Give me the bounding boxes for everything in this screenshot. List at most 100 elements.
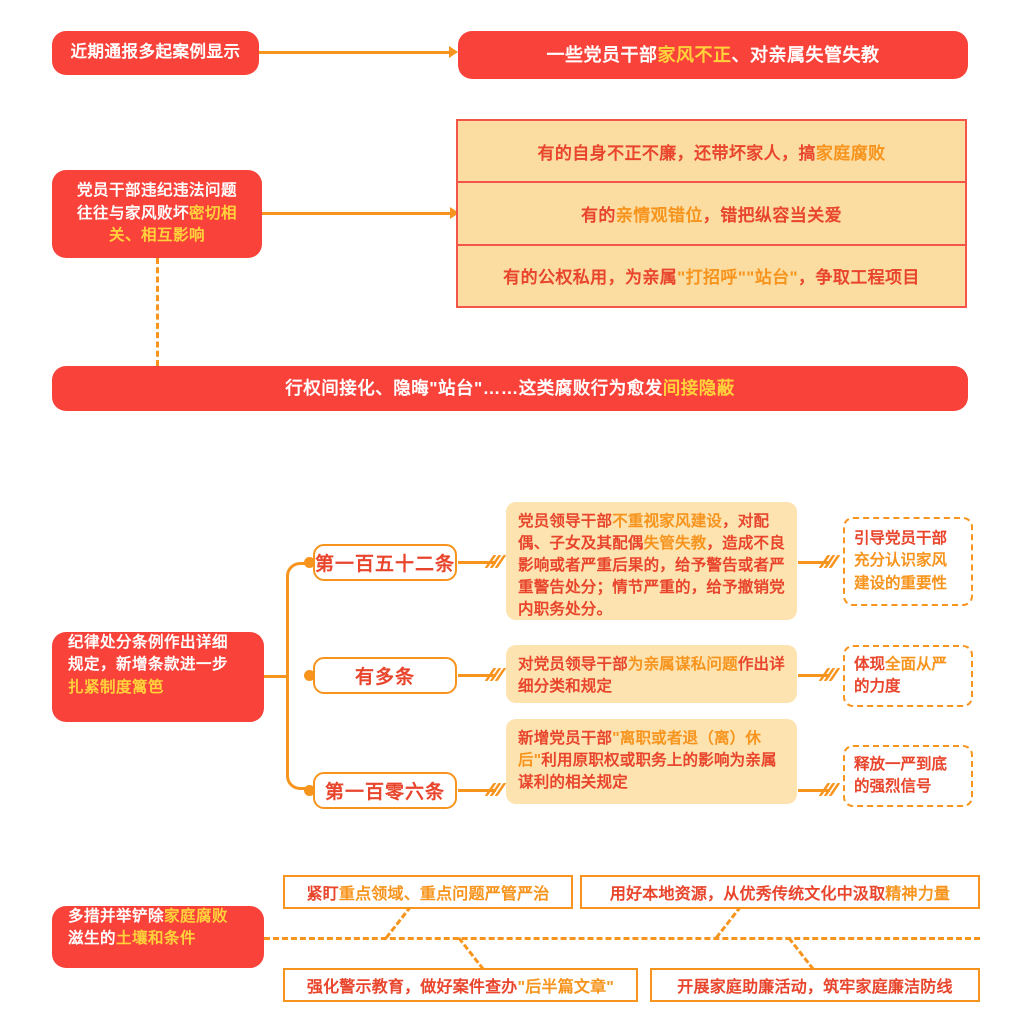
- detail-seg: ，造成不良影响或者严重后果的，给予警告或者严重警告处分；情节严重的，给予撤销党内…: [518, 535, 785, 618]
- section2-cause-line3: 关、相互影响: [108, 227, 205, 245]
- detail-seg: 新增党员干部: [518, 730, 613, 747]
- detail-seg-highlight: 不重视家风建设: [612, 513, 723, 530]
- measure-tail-highlight: 严管严治: [484, 886, 550, 903]
- outcome-seg-highlight: 全面从严: [885, 655, 948, 673]
- detail-seg-highlight: 失管失教: [643, 535, 707, 552]
- section3-detail-card: 党员领导干部不重视家风建设，对配偶、子女及其配偶失管失教，造成不良影响或者严重后…: [506, 502, 797, 620]
- table-row-pre: 有的: [580, 205, 616, 225]
- section3-outcome-card: 体现全面从严的力度: [843, 645, 973, 707]
- section2-banner-pre: 行权间接化、隐晦"站台"……这类腐败行为愈发: [285, 377, 663, 398]
- section4-diagonal-branch: [787, 937, 815, 971]
- section3-article-pill-label: 第一百零六条: [324, 782, 445, 803]
- section3-root-stem: [264, 675, 288, 678]
- section3-outcome-chevron-arrowhead: [818, 555, 841, 568]
- section3-outcome-connector: [798, 789, 830, 792]
- section4-root-line1-highlight: 家庭腐败: [164, 908, 229, 925]
- section1-connector-line: [259, 51, 451, 54]
- section3-detail-connector: [458, 789, 496, 792]
- section3-detail-chevron-arrowhead: [484, 783, 507, 796]
- section3-outcome-card: 引导党员干部充分认识家风建设的重要性: [843, 517, 973, 606]
- section1-source-label: 近期通报多起案例显示: [70, 43, 241, 62]
- section2-manifestations-table: 有的自身不正不廉，还带坏家人，搞家庭腐败 有的亲情观错位，错把纵容当关爱 有的公…: [456, 119, 967, 308]
- section3-branch-dot: [304, 670, 315, 681]
- table-row: 有的亲情观错位，错把纵容当关爱: [458, 181, 965, 243]
- section2-cause-line2: 往往与家风败坏密切相: [77, 203, 237, 225]
- section3-root-line2: 规定，新增条款进一步: [68, 656, 229, 674]
- section4-measure-box: 紧盯重点领域、重点问题严管严治: [283, 875, 573, 909]
- section3-outcome-card: 释放一严到底的强烈信号: [843, 745, 973, 807]
- section2-banner-box: 行权间接化、隐晦"站台"……这类腐败行为愈发间接隐蔽: [52, 366, 968, 411]
- section4-root-line2: 滋生的土壤和条件: [68, 928, 196, 950]
- section1-connector-arrowhead: [449, 46, 458, 58]
- outcome-seg: 的强烈信号: [854, 778, 932, 795]
- table-row: 有的公权私用，为亲属"打招呼""站台"，争取工程项目: [458, 243, 965, 306]
- section3-detail-connector: [458, 561, 496, 564]
- section3-article-pill[interactable]: 有多条: [313, 657, 457, 694]
- measure-highlight: 精神力量: [885, 886, 951, 903]
- detail-seg: 对党员领导干部: [518, 656, 628, 673]
- section4-root-line1-pre: 多措并举铲除: [68, 908, 165, 925]
- section3-detail-card: 对党员领导干部为亲属谋私问题作出详细分类和规定: [506, 645, 797, 703]
- section2-connector-line: [262, 212, 452, 215]
- outcome-seg: 引导党员干部: [854, 529, 948, 547]
- detail-seg: 作出详细分类和规定: [518, 656, 785, 695]
- section3-detail-chevron-arrowhead: [484, 668, 507, 681]
- section1-headline-post: 、对亲属失管失教: [731, 44, 880, 65]
- table-row-pre: 有的自身不正不廉，还带坏家人，搞: [537, 143, 816, 163]
- section2-banner-highlight: 间接隐蔽: [662, 377, 735, 398]
- section4-measure-box: 开展家庭助廉活动，筑牢家庭廉洁防线: [650, 968, 980, 1002]
- measure-highlight: "后半篇文章": [517, 979, 615, 996]
- measure-pre: 用好本地资源，从优秀传统文化中汲取: [609, 886, 886, 903]
- detail-seg: ，对配偶、子女及其配偶: [518, 513, 770, 552]
- section4-diagonal-branch: [715, 905, 742, 939]
- section4-root-line2-pre: 滋生的: [68, 930, 117, 948]
- outcome-seg-highlight: 充分认识家风建设的重要性: [854, 552, 948, 592]
- section4-root-line1: 多措并举铲除家庭腐败: [68, 906, 228, 928]
- outcome-seg: 体现: [854, 655, 886, 673]
- table-row-pre: 有的公权私用，为亲属: [503, 268, 678, 288]
- detail-seg-highlight: "离职或者退（离）休后": [518, 730, 762, 769]
- measure-pre: 紧盯: [306, 886, 339, 903]
- outcome-seg: 的力度: [854, 678, 901, 695]
- section3-root-line3: 扎紧制度篱笆: [68, 678, 165, 696]
- section3-detail-connector: [458, 674, 496, 677]
- table-row-post: ，错把纵容当关爱: [702, 205, 842, 225]
- section3-article-pill[interactable]: 第一百零六条: [313, 772, 457, 809]
- measure-highlight: 重点领域、重点问题: [338, 886, 485, 903]
- table-row-highlight: 家庭腐败: [815, 143, 886, 163]
- section3-outcome-connector: [798, 674, 830, 677]
- section3-branch-dot: [304, 557, 315, 568]
- section2-cause-box: 党员干部违纪违法问题 往往与家风败坏密切相 关、相互影响: [52, 170, 262, 258]
- section1-headline-pre: 一些党员干部: [546, 44, 658, 65]
- section1-headline-box: 一些党员干部家风不正、对亲属失管失教: [458, 31, 968, 79]
- section4-measure-box: 用好本地资源，从优秀传统文化中汲取精神力量: [580, 875, 980, 909]
- section3-outcome-chevron-arrowhead: [818, 668, 841, 681]
- section3-branch-dot: [304, 785, 315, 796]
- section2-cause-line2-pre: 往往与家风败坏: [76, 204, 189, 222]
- detail-seg: 利用原职权或职务上的影响为亲属谋利的相关规定: [518, 752, 777, 791]
- table-row: 有的自身不正不廉，还带坏家人，搞家庭腐败: [458, 121, 965, 181]
- outcome-seg: 释放一严到底: [854, 755, 948, 773]
- section3-article-pill-label: 有多条: [354, 667, 415, 688]
- section1-source-box: 近期通报多起案例显示: [52, 31, 259, 75]
- table-row-highlight: 亲情观错位: [615, 205, 703, 225]
- section2-cause-line1: 党员干部违纪违法问题: [76, 182, 237, 200]
- table-row-post: ，争取工程项目: [798, 268, 920, 288]
- measure-pre: 开展家庭助廉活动，筑牢家庭廉洁防线: [677, 979, 953, 996]
- detail-seg: 党员领导干部: [518, 513, 613, 530]
- section3-outcome-chevron-arrowhead: [818, 783, 841, 796]
- section3-article-pill-label: 第一百五十二条: [315, 554, 456, 575]
- section2-connector-arrowhead: [450, 207, 459, 219]
- section4-diagonal-branch: [457, 937, 485, 971]
- section3-detail-chevron-arrowhead: [484, 555, 507, 568]
- section3-article-pill[interactable]: 第一百五十二条: [313, 544, 457, 581]
- section2-cause-line2-highlight: 密切相: [189, 204, 238, 222]
- section3-root-box: 纪律处分条例作出详细 规定，新增条款进一步 扎紧制度篱笆: [52, 632, 264, 722]
- section4-measure-box: 强化警示教育，做好案件查办"后半篇文章": [283, 968, 638, 1002]
- section4-root-line2-highlight: 土壤和条件: [116, 930, 197, 948]
- section3-root-line1: 纪律处分条例作出详细: [68, 634, 229, 651]
- section4-diagonal-branch: [385, 905, 412, 939]
- section4-dashed-spine: [264, 937, 980, 940]
- section4-root-box: 多措并举铲除家庭腐败 滋生的土壤和条件: [52, 906, 264, 968]
